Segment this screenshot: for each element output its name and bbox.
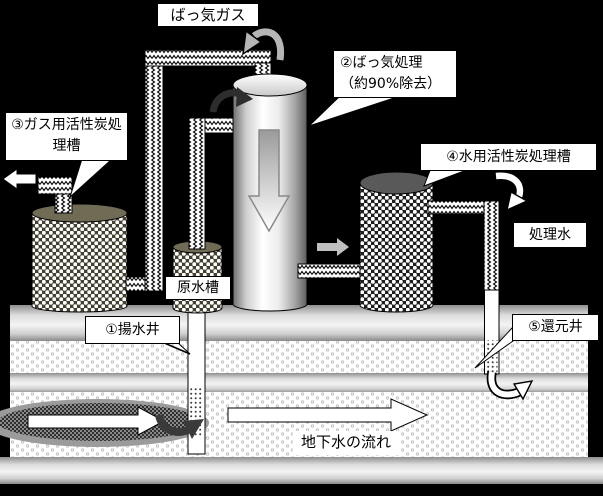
gas-carbon-tank — [31, 203, 128, 313]
gas-out-curl-arrowhead — [242, 29, 263, 56]
gas-out-curl-arrow — [251, 28, 285, 61]
recharge-curl-arrow — [488, 371, 521, 398]
water-carbon-tank — [359, 171, 434, 313]
aeration-column-top — [232, 73, 308, 97]
recharge-well — [484, 289, 500, 375]
recharge-curl-arrowhead — [512, 380, 534, 401]
aeration-column — [232, 73, 308, 312]
treated-pipe-vertical — [483, 200, 500, 292]
groundwater-flow-arrow — [227, 398, 429, 432]
water-carbon-tank-top — [359, 171, 434, 195]
water-carbon-tank-body — [359, 182, 434, 313]
gas-pipe-top-horizontal — [144, 49, 272, 67]
exhaust-elbow-horizontal — [37, 176, 73, 195]
column-down-arrow — [247, 129, 291, 233]
clay-band — [10, 373, 588, 393]
aeration-treatment-callout: ②ばっ気処理 （約90%除去） — [333, 50, 457, 98]
aeration-treatment-line1: ②ばっ気処理 — [340, 55, 423, 71]
gas-carbon-tank-callout: ③ガス用活性炭処 理槽 — [5, 112, 128, 161]
pumped-water-arrowhead — [183, 419, 204, 439]
bedrock-band — [0, 457, 603, 484]
raw-water-tank-label: 原水槽 — [165, 276, 231, 300]
gas-pipe-left-vertical — [144, 62, 164, 292]
treated-water-label: 処理水 — [513, 222, 587, 248]
gas-carbon-tank-body — [31, 212, 128, 313]
plume-flow-arrow — [27, 406, 166, 436]
recharge-well-callout: ⑤還元井 — [512, 314, 599, 341]
treated-water-curl-arrowhead — [506, 190, 529, 212]
water-pipe-to-tank4 — [297, 263, 363, 279]
water-flow-small-arrow — [317, 238, 349, 256]
water-carbon-tank-callout: ④水用活性炭処理槽 — [420, 143, 597, 171]
callout-tail-gas-carbon — [68, 158, 114, 199]
gas-carbon-tank-line1: ③ガス用活性炭処 — [11, 117, 122, 133]
pumping-well-callout: ①揚水井 — [85, 316, 180, 344]
aeration-treatment-line2: （約90%除去） — [340, 76, 442, 92]
gas-carbon-tank-line2: 理槽 — [52, 138, 81, 154]
exhaust-air-arrow — [2, 168, 37, 190]
pipes — [37, 49, 272, 292]
callout-pointer-pumping-well-2 — [176, 341, 191, 355]
callout-pointer-pumping-well — [161, 341, 191, 355]
callout-tail-aeration-treatment — [308, 95, 401, 127]
raw-water-pipe-vertical — [188, 117, 206, 250]
groundwater-flow-label: 地下水の流れ — [293, 431, 399, 455]
inflow-curl-arrowhead — [236, 87, 253, 107]
gas-carbon-tank-top — [31, 203, 128, 223]
aeration-gas-label: ばっ気ガス — [157, 3, 259, 27]
pumped-water-curl-arrow — [155, 413, 190, 436]
